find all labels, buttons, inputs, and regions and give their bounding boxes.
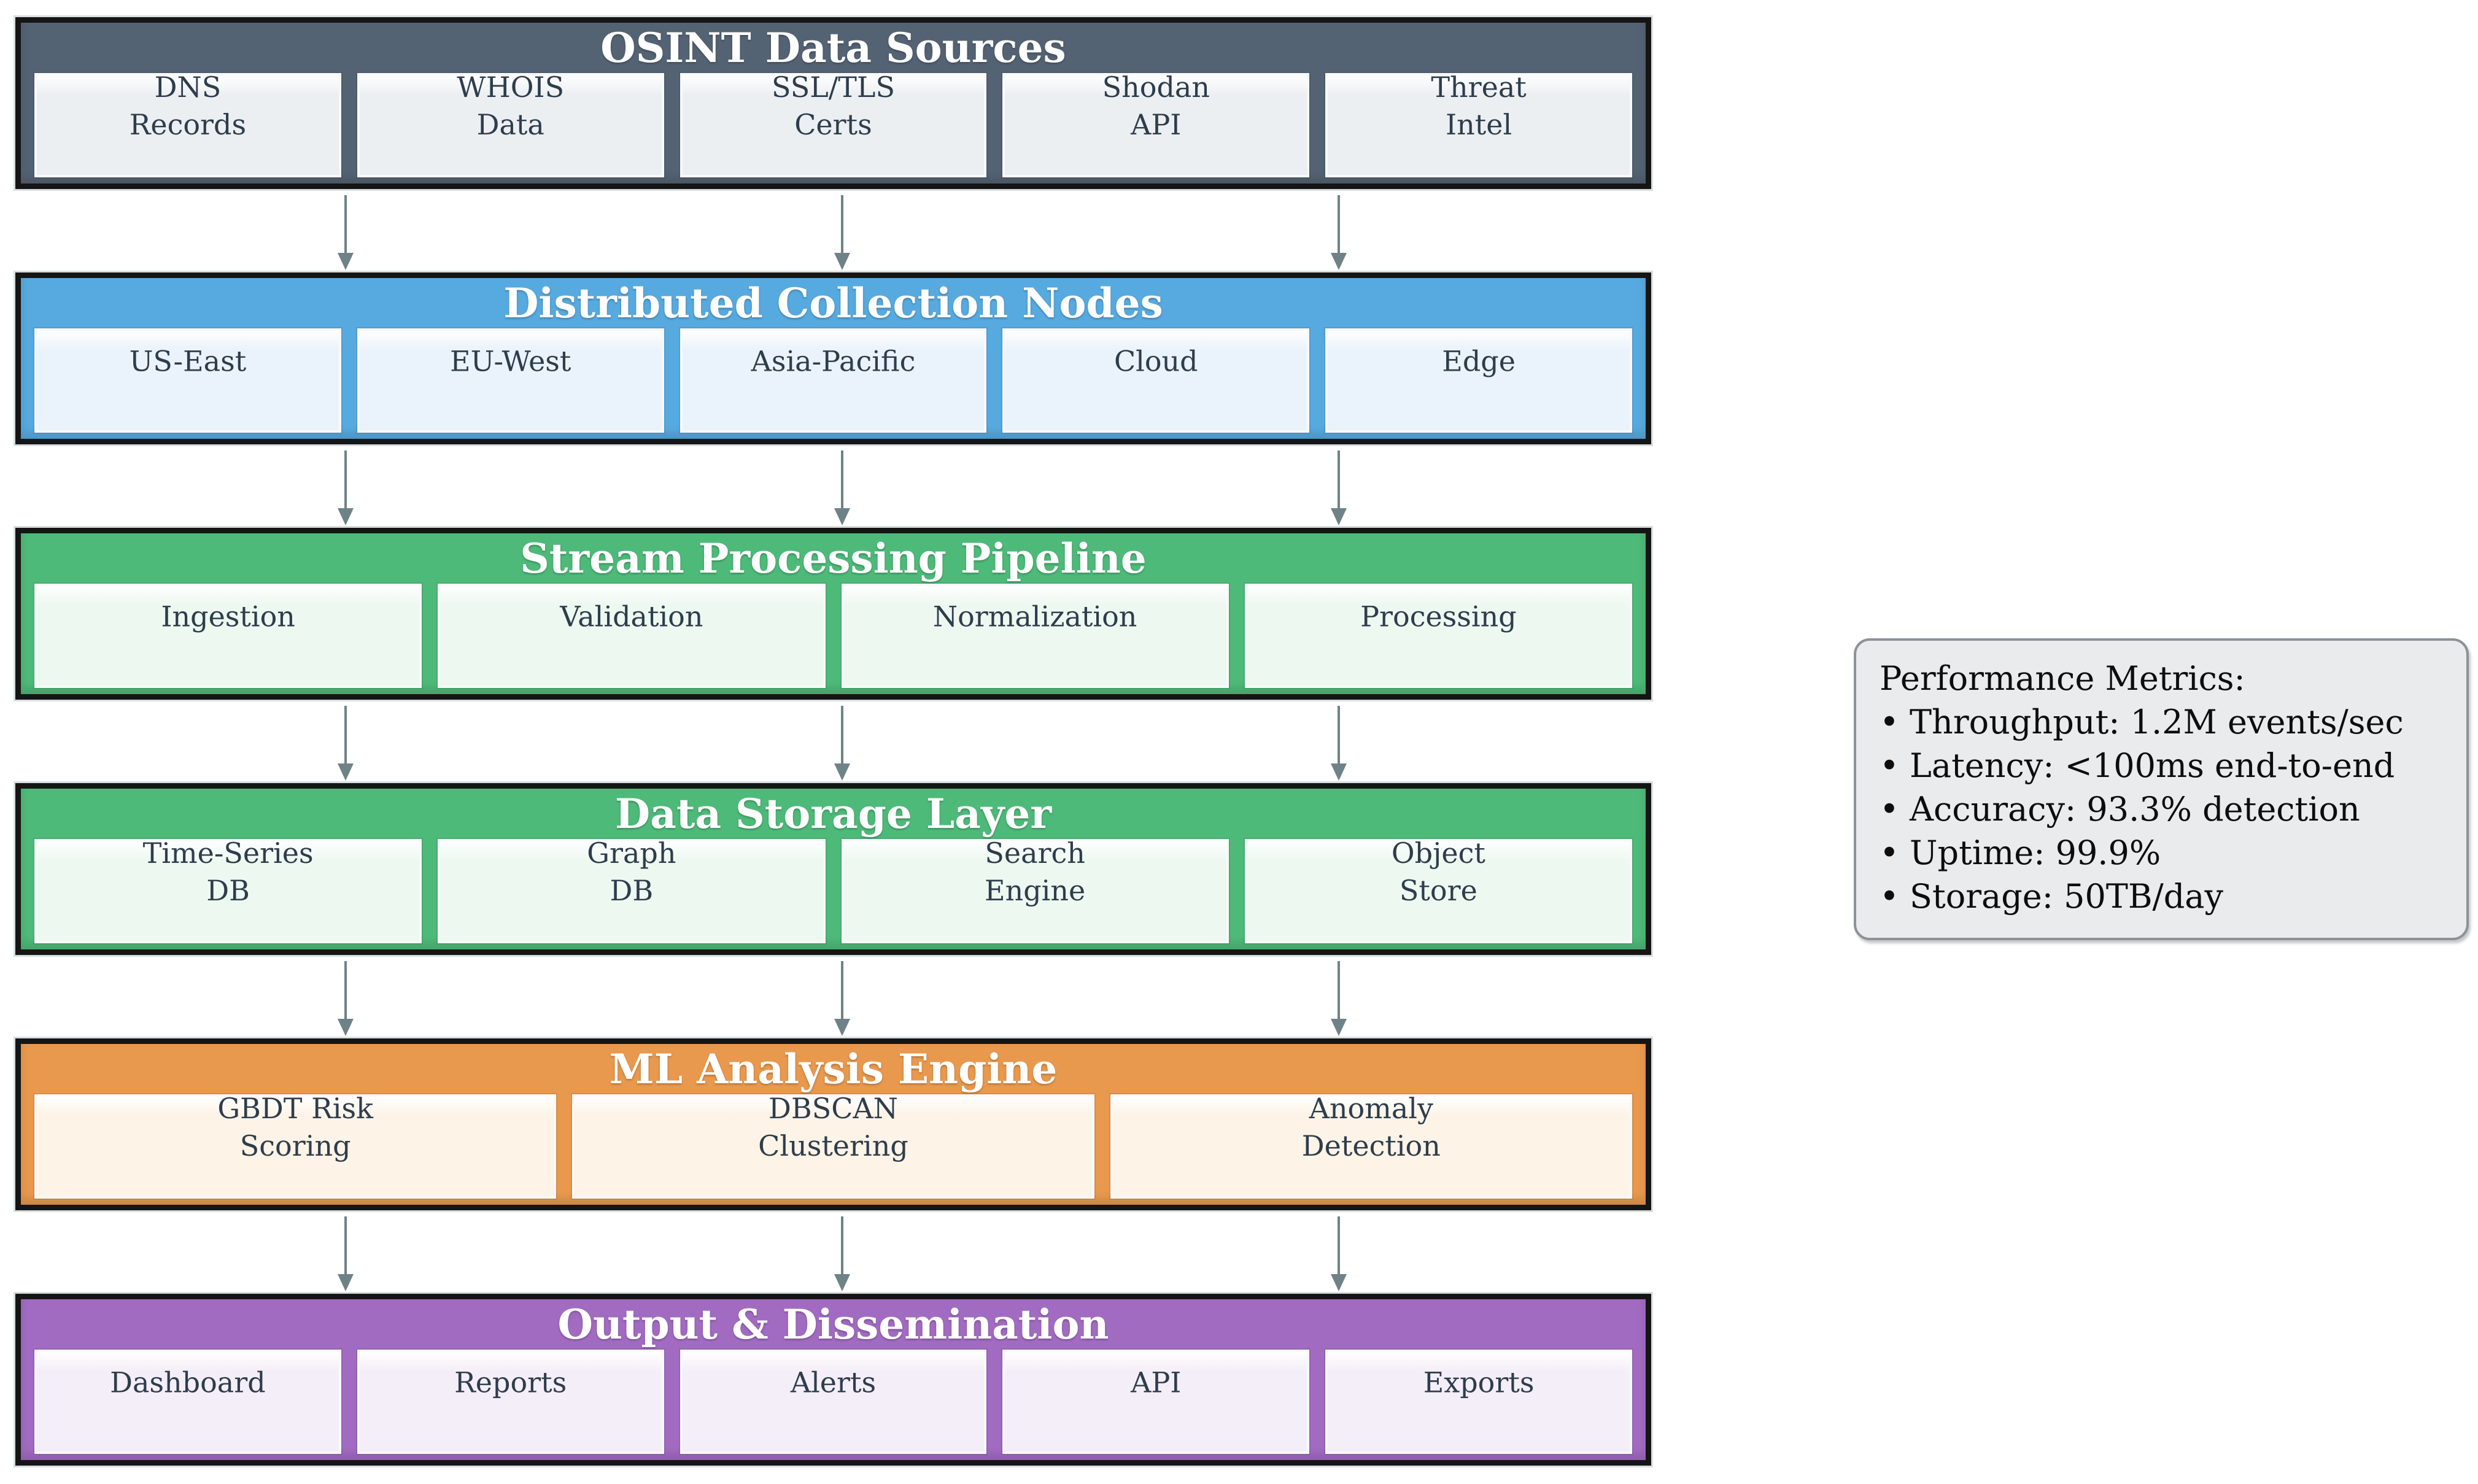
node-label: DBSCAN Clustering xyxy=(758,1092,908,1162)
node-label: WHOIS Data xyxy=(457,71,565,141)
node-label: API xyxy=(1131,1366,1182,1399)
metrics-item: • Latency: <100ms end-to-end xyxy=(1880,746,2395,785)
node-label: Reports xyxy=(454,1366,567,1399)
metrics-item: • Accuracy: 93.3% detection xyxy=(1880,790,2360,829)
flow-arrow xyxy=(1338,1216,1340,1274)
node-label: Anomaly Detection xyxy=(1301,1092,1441,1162)
node-label: GBDT Risk Scoring xyxy=(217,1092,373,1162)
node-dns-records: DNS Records xyxy=(34,71,341,177)
layer-title: Data Storage Layer xyxy=(614,790,1052,838)
layer-boxes-row: Time-Series DB Graph DB Search Engine Objec… xyxy=(21,837,1646,943)
node-label: Threat Intel xyxy=(1431,71,1527,141)
node-label: EU-West xyxy=(449,344,571,378)
layer-band-osint-data-sources: OSINT Data Sources DNS Records WHOIS Data… xyxy=(15,17,1651,189)
node-gbdt-risk-scoring: GBDT Risk Scoring xyxy=(34,1092,557,1199)
node-label: Time-Series DB xyxy=(142,837,314,907)
node-label: Validation xyxy=(560,600,703,633)
node-label: Ingestion xyxy=(161,600,295,633)
flow-arrow xyxy=(344,195,347,253)
layer-title: OSINT Data Sources xyxy=(600,24,1066,72)
node-whois-data: WHOIS Data xyxy=(357,71,664,177)
metrics-list: • Throughput: 1.2M events/sec • Latency: … xyxy=(1880,700,2443,918)
node-label: Graph DB xyxy=(587,837,676,907)
node-label: Object Store xyxy=(1391,837,1485,907)
node-object-store: Object Store xyxy=(1244,837,1632,943)
node-time-series-db: Time-Series DB xyxy=(34,837,422,943)
layer-boxes-row: DNS Records WHOIS Data SSL/TLS Certs Shodan… xyxy=(21,71,1646,177)
flow-arrow xyxy=(841,961,843,1019)
node-alerts: Alerts xyxy=(680,1350,987,1454)
metrics-item: • Storage: 50TB/day xyxy=(1880,877,2223,916)
flow-arrow xyxy=(344,961,347,1019)
node-label: Exports xyxy=(1423,1366,1535,1399)
metrics-title: Performance Metrics: xyxy=(1880,659,2245,698)
layer-band-stream-processing-pipeline: Stream Processing Pipeline Ingestion Vali… xyxy=(15,528,1651,700)
node-edge: Edge xyxy=(1325,328,1632,433)
node-label: Normalization xyxy=(932,600,1137,633)
node-label: Search Engine xyxy=(985,837,1086,907)
node-label: Alerts xyxy=(790,1366,877,1399)
flow-arrow xyxy=(841,195,843,253)
performance-metrics-panel: Performance Metrics: • Throughput: 1.2M … xyxy=(1854,638,2469,940)
node-processing: Processing xyxy=(1244,584,1632,688)
layer-band-distributed-collection-nodes: Distributed Collection Nodes US-East EU-W… xyxy=(15,272,1651,444)
node-label: Shodan API xyxy=(1102,71,1210,141)
node-label: SSL/TLS Certs xyxy=(771,71,895,141)
node-ingestion: Ingestion xyxy=(34,584,422,688)
node-dbscan-clustering: DBSCAN Clustering xyxy=(572,1092,1094,1199)
node-label: Dashboard xyxy=(110,1366,266,1399)
node-graph-db: Graph DB xyxy=(438,837,826,943)
layer-boxes-row: GBDT Risk Scoring DBSCAN Clustering Anomal… xyxy=(21,1092,1646,1199)
node-normalization: Normalization xyxy=(841,584,1229,688)
node-api: API xyxy=(1002,1350,1310,1454)
layer-boxes-row: Dashboard Reports Alerts API Exports xyxy=(21,1350,1646,1454)
node-label: DNS Records xyxy=(129,71,247,141)
node-label: Cloud xyxy=(1113,344,1198,378)
flow-arrow xyxy=(344,706,347,763)
flow-arrow xyxy=(1338,961,1340,1019)
node-us-east: US-East xyxy=(34,328,341,433)
layer-boxes-row: Ingestion Validation Normalization Processi… xyxy=(21,584,1646,688)
node-anomaly-detection: Anomaly Detection xyxy=(1110,1092,1632,1199)
node-reports: Reports xyxy=(357,1350,664,1454)
node-ssl-tls-certs: SSL/TLS Certs xyxy=(680,71,987,177)
flow-arrow xyxy=(344,450,347,508)
node-search-engine: Search Engine xyxy=(841,837,1229,943)
flow-arrow xyxy=(1338,706,1340,763)
node-shodan-api: Shodan API xyxy=(1002,71,1310,177)
node-validation: Validation xyxy=(438,584,826,688)
flow-arrow xyxy=(1338,195,1340,253)
flow-arrow xyxy=(841,706,843,763)
metrics-item: • Throughput: 1.2M events/sec xyxy=(1880,703,2404,741)
layer-title: Distributed Collection Nodes xyxy=(503,279,1163,327)
flow-arrow xyxy=(344,1216,347,1274)
layer-band-ml-analysis-engine: ML Analysis Engine GBDT Risk Scoring DBSC… xyxy=(15,1038,1651,1210)
node-label: US-East xyxy=(129,344,247,378)
layer-band-output-dissemination: Output & Dissemination Dashboard Reports A… xyxy=(15,1294,1651,1466)
node-label: Edge xyxy=(1442,344,1516,378)
node-label: Asia-Pacific xyxy=(751,344,916,378)
node-dashboard: Dashboard xyxy=(34,1350,341,1454)
node-asia-pacific: Asia-Pacific xyxy=(680,328,987,433)
flow-arrow xyxy=(1338,450,1340,508)
layer-title: Output & Dissemination xyxy=(557,1300,1109,1348)
node-threat-intel: Threat Intel xyxy=(1325,71,1632,177)
node-eu-west: EU-West xyxy=(357,328,664,433)
flow-arrow xyxy=(841,1216,843,1274)
metrics-item: • Uptime: 99.9% xyxy=(1880,833,2161,872)
flow-arrow xyxy=(841,450,843,508)
layer-band-data-storage-layer: Data Storage Layer Time-Series DB Graph D… xyxy=(15,783,1651,955)
layer-title: ML Analysis Engine xyxy=(609,1045,1058,1093)
node-exports: Exports xyxy=(1325,1350,1632,1454)
node-label: Processing xyxy=(1360,600,1517,633)
layer-boxes-row: US-East EU-West Asia-Pacific Cloud Edge xyxy=(21,328,1646,433)
layer-title: Stream Processing Pipeline xyxy=(520,535,1147,582)
node-cloud: Cloud xyxy=(1002,328,1310,433)
